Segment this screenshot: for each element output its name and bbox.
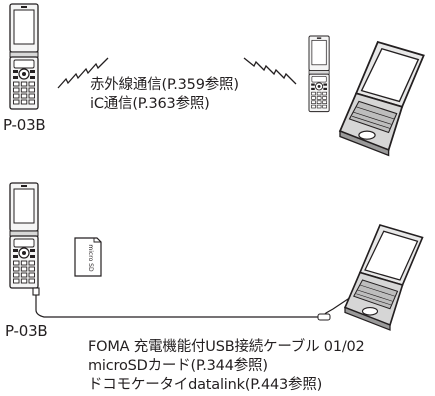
microsd-card-mark: micro SD: [87, 244, 94, 272]
usb-plug-phone-icon: [32, 287, 40, 296]
signal-wave-right-icon: [243, 57, 297, 85]
infrared-caption: 赤外線通信(P.359参照): [90, 77, 239, 93]
microsd-card-icon: micro SD: [74, 237, 102, 277]
laptop-bottom-icon: [344, 224, 424, 331]
usb-cable-line: [35, 278, 380, 318]
cable-caption: FOMA 充電機能付USB接続ケーブル 01/02: [88, 339, 365, 355]
phone-bottom-icon: [9, 182, 39, 289]
signal-wave-left-icon: [57, 57, 109, 89]
ic-caption: iC通信(P.363参照): [90, 96, 210, 112]
phone-left-top-icon: [9, 3, 39, 110]
datalink-caption: ドコモケータイdatalink(P.443参照): [88, 377, 323, 393]
usb-cable-core-icon: [317, 313, 331, 321]
laptop-top-icon: [339, 41, 425, 157]
microsd-caption: microSDカード(P.344参照): [88, 358, 268, 374]
phone-right-top-icon: [308, 35, 330, 113]
device-label-bottom: P-03B: [5, 322, 48, 340]
device-label-top: P-03B: [3, 116, 46, 134]
